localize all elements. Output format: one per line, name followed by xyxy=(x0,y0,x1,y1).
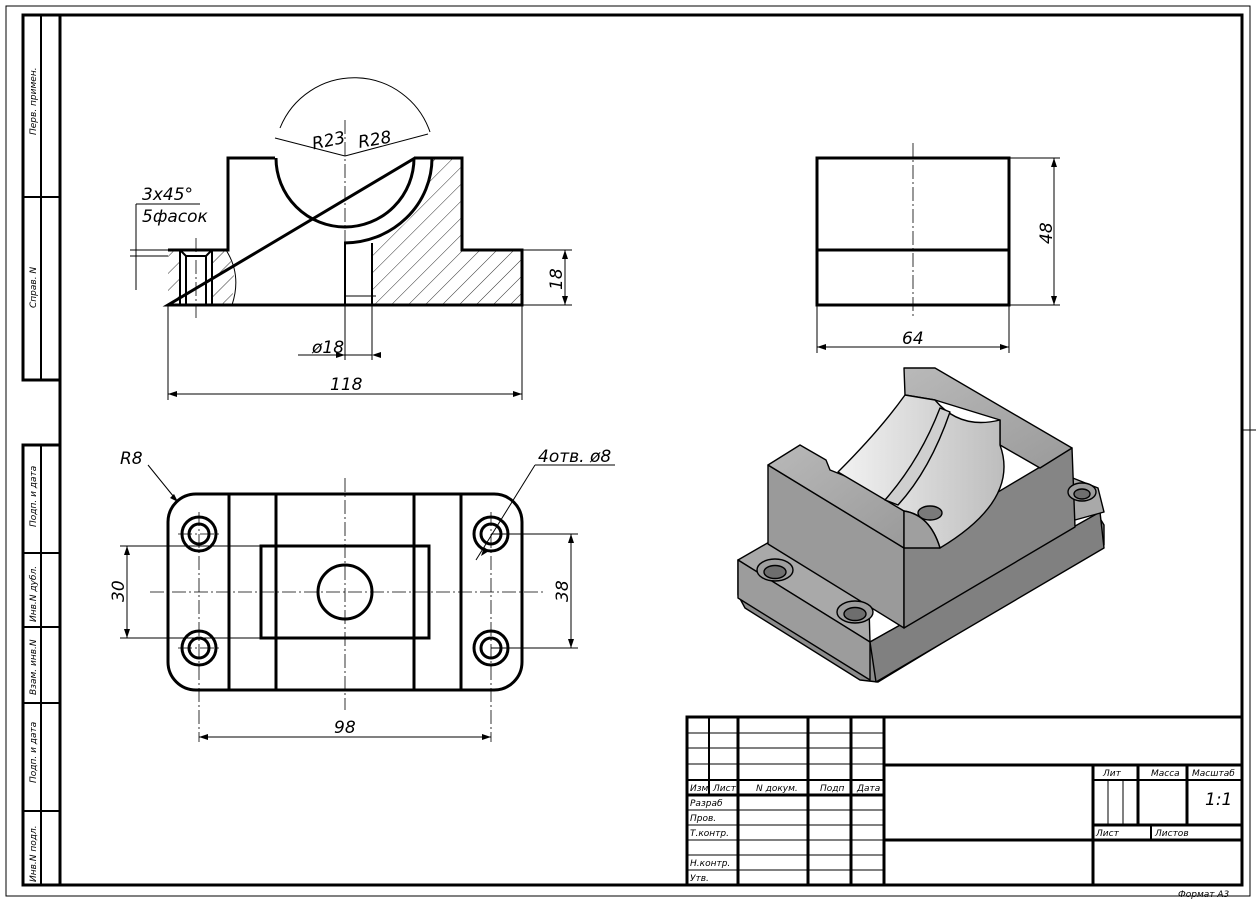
dim-d18: ø18 xyxy=(311,338,344,358)
podp-data-top-label: Подп. и дата xyxy=(29,466,39,527)
col-masshtab: Масштаб xyxy=(1192,769,1235,779)
dim-h18: 18 xyxy=(547,268,567,290)
col-massa: Масса xyxy=(1151,769,1180,779)
vzam-inv-label: Взам. инв.N xyxy=(29,639,39,695)
dim-r23: R23 xyxy=(310,128,347,155)
inv-dubl-label: Инв.N дубл. xyxy=(29,566,39,622)
row-utv: Утв. xyxy=(690,874,709,884)
col-izm: Изм xyxy=(690,784,709,794)
cell-list: Лист xyxy=(1095,829,1120,839)
col-list: Лист xyxy=(712,784,737,794)
inv-podl-label: Инв.N подл. xyxy=(29,825,39,882)
col-n-dokum: N докум. xyxy=(756,784,798,794)
front-view: R23 R28 3x45° 5фасок 18 ø18 118 xyxy=(130,77,572,400)
row-t-kontr: Т.контр. xyxy=(690,829,729,839)
dim-holes: 4отв. ø8 xyxy=(538,447,611,467)
dim-h48: 48 xyxy=(1037,222,1057,244)
sprav-no-label: Справ. N xyxy=(29,267,39,308)
dim-r8: R8 xyxy=(120,449,143,469)
dim-r28: R28 xyxy=(357,127,394,153)
col-podp: Подп xyxy=(820,784,844,794)
isometric-view xyxy=(737,367,1105,683)
dim-d98: 98 xyxy=(334,718,356,738)
chamfer-line2: 5фасок xyxy=(142,207,209,227)
front-hatch-right xyxy=(372,158,522,305)
col-data: Дата xyxy=(856,784,880,794)
side-view: 48 64 xyxy=(815,143,1060,353)
scale-value: 1:1 xyxy=(1205,790,1232,810)
top-view: R8 4отв. ø8 30 38 98 xyxy=(109,447,615,742)
podp-data-bottom-label: Подп. и дата xyxy=(29,722,39,783)
row-razrab: Разраб xyxy=(690,799,723,809)
chamfer-line1: 3x45° xyxy=(142,185,193,205)
row-prov: Пров. xyxy=(690,814,716,824)
dim-w118: 118 xyxy=(330,375,363,395)
format-label: Формат А3 xyxy=(1178,890,1230,900)
col-lit: Лит xyxy=(1102,769,1122,779)
dim-w64: 64 xyxy=(902,329,924,349)
cell-listov: Листов xyxy=(1154,829,1189,839)
title-block: Изм Лист N докум. Подп Дата Разраб Пров.… xyxy=(685,715,1244,900)
side-stamp: Перв. примен. Справ. N Подп. и дата Инв.… xyxy=(21,13,62,887)
front-hatch-left xyxy=(168,250,235,305)
dim-d30: 30 xyxy=(109,580,129,602)
row-n-kontr: Н.контр. xyxy=(690,859,730,869)
perv-primen-label: Перв. примен. xyxy=(29,67,39,135)
dim-d38: 38 xyxy=(553,580,573,602)
